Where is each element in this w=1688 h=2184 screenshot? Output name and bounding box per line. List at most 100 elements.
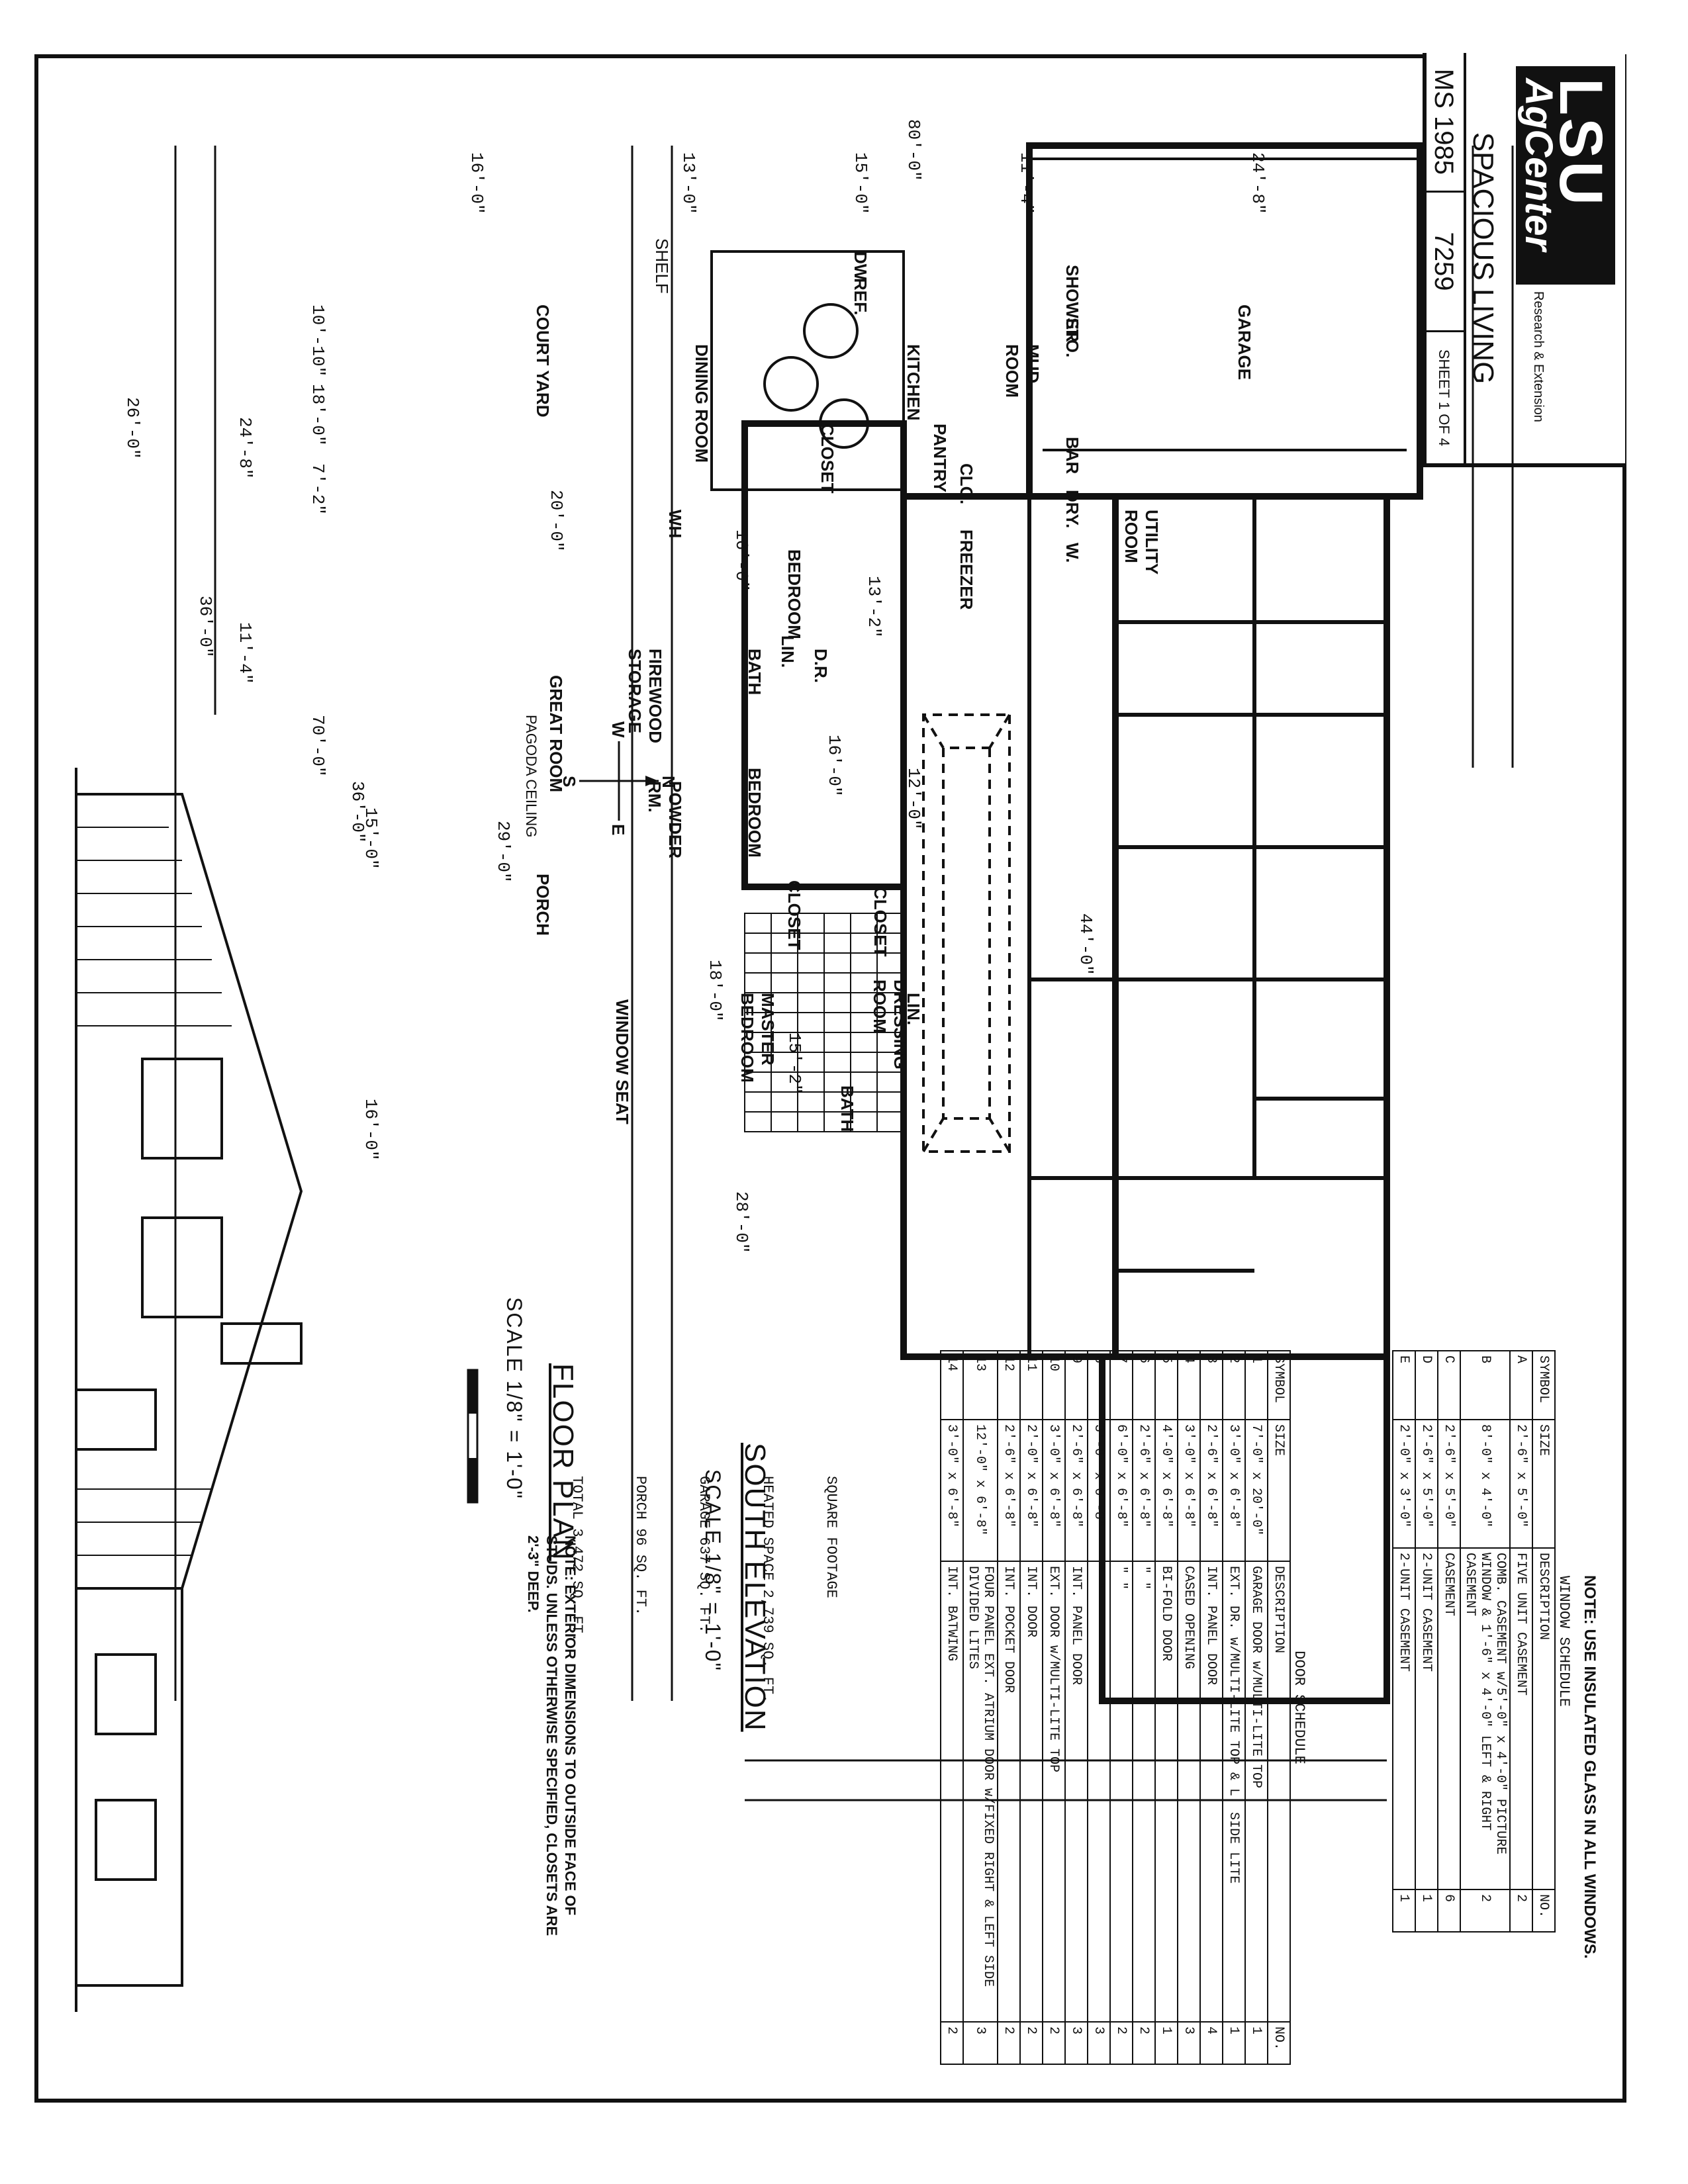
dim-bedroom-2b: 12'-0"	[904, 768, 923, 830]
col-symbol: SYMBOL	[1532, 1351, 1555, 1420]
cell: INT. PANEL DOOR	[1200, 1561, 1223, 2022]
label-freezer: FREEZER	[957, 529, 976, 610]
col-size: SIZE	[1268, 1420, 1290, 1561]
dim-left-b: 11'-4"	[235, 622, 255, 684]
dim-court-yard-b: 7'-2"	[308, 463, 328, 516]
cell: 6	[1438, 1889, 1460, 1932]
cell: 4	[1200, 2022, 1223, 2064]
dim-top-e: 16'-0"	[467, 152, 487, 214]
cell: 3	[1065, 2022, 1088, 2064]
dimension-lines	[174, 146, 1514, 1801]
label-sto: STO.	[1062, 318, 1082, 358]
sq-row: PORCH 96 SQ. FT.	[630, 1476, 651, 1703]
cell: 1	[1155, 2022, 1178, 2064]
label-bedroom-2: BEDROOM	[745, 768, 765, 858]
dim-top-c: 15'-0"	[851, 152, 870, 214]
insulated-glass-note: NOTE: USE INSULATED GLASS IN ALL WINDOWS…	[1581, 1575, 1599, 1959]
cell: 2'-6" x 6'-8"	[1200, 1420, 1223, 1561]
cell: 2	[1223, 1351, 1245, 1420]
dim-right-bottom: 28'-0"	[731, 1191, 751, 1253]
label-bath-2: BATH	[837, 1085, 857, 1132]
cell: 2-UNIT CASEMENT	[1415, 1548, 1438, 1889]
cell: 1	[1415, 1889, 1438, 1932]
sq-label: HEATED SPACE	[759, 1476, 776, 1581]
dim-master-length: 18'-0"	[705, 960, 725, 1022]
cell: EXT. DOOR w/MULTI-LITE TOP	[1043, 1561, 1065, 2022]
sq-label: GARAGE	[696, 1476, 712, 1529]
cell: 1	[1223, 2022, 1245, 2064]
cell: 9	[1065, 1351, 1088, 1420]
window-schedule-header: SYMBOL SIZE DESCRIPTION NO.	[1532, 1351, 1555, 1932]
sq-label: PORCH	[632, 1476, 649, 1520]
cell: 2	[1510, 1889, 1532, 1932]
floor-plan-scale: SCALE 1/8" = 1'-0"	[502, 1297, 526, 1500]
label-dr: D.R.	[811, 649, 831, 683]
cell: 2	[1460, 1889, 1510, 1932]
dim-court-yard: 10'-10"	[308, 304, 328, 377]
label-dining: DINING ROOM	[692, 344, 712, 463]
col-description: DESCRIPTION	[1268, 1561, 1290, 2022]
dim-top-b: 11'-4"	[1016, 152, 1036, 214]
door-schedule-title: DOOR SCHEDULE	[1291, 1651, 1307, 1764]
compass-w: W	[608, 721, 628, 738]
cell: BI-FOLD DOOR	[1155, 1561, 1178, 2022]
cell: 3'-0" x 6'-8"	[1043, 1420, 1065, 1561]
cell: 2	[1043, 2022, 1065, 2064]
label-firewood: FIREWOOD STORAGE	[625, 649, 665, 743]
label-closet-3: CLOSET	[784, 880, 804, 950]
dim-house-depth: 44'-0"	[1076, 913, 1096, 976]
cell: 2	[941, 2022, 963, 2064]
label-pagoda: PAGODA CEILING	[523, 715, 539, 838]
label-wh: WH	[665, 510, 685, 539]
cell: 3	[1178, 2022, 1200, 2064]
label-pantry: PANTRY	[930, 424, 950, 492]
door-schedule: DOOR SCHEDULE SYMBOL SIZE DESCRIPTION NO…	[940, 1350, 1307, 2065]
dim-dining: 20'-0"	[546, 490, 566, 552]
window-schedule-title: WINDOW SCHEDULE	[1556, 1575, 1572, 1707]
dim-garage-width: 26'-0"	[122, 397, 142, 459]
sq-row: TOTAL 3,472 SQ. FT.	[566, 1476, 587, 1703]
dim-top-total: 80'-0"	[904, 119, 923, 181]
sq-value: 96 SQ. FT.	[632, 1528, 649, 1616]
scale-bar-icon	[467, 1369, 479, 1504]
label-court-yard: COURT YARD	[533, 304, 553, 418]
south-elevation-drawing	[50, 728, 381, 2052]
cell: 2	[1133, 2022, 1155, 2064]
south-elevation-sketch	[75, 768, 303, 2012]
cell: 3'-0" x 6'-8"	[941, 1420, 963, 1561]
square-footage-heading: SQUARE FOOTAGE	[823, 1476, 839, 1598]
compass-n: N	[659, 776, 679, 788]
label-ref: REF.	[851, 278, 870, 316]
label-closet-kitchen: CLOSET	[818, 424, 837, 494]
cell: 7	[1110, 1351, 1133, 1420]
cell: INT. PANEL DOOR	[1065, 1561, 1088, 2022]
cell: INT. POCKET DOOR	[998, 1561, 1020, 2022]
door-schedule-header: SYMBOL SIZE DESCRIPTION NO.	[1268, 1351, 1290, 2064]
cell: 4	[1178, 1351, 1200, 1420]
cell: 6	[1133, 1351, 1155, 1420]
cell: C	[1438, 1351, 1460, 1420]
cell: 2	[998, 2022, 1020, 2064]
cell: 12'-0" x 6'-8"	[963, 1420, 998, 1561]
label-garage: GARAGE	[1235, 304, 1254, 381]
window-schedule: WINDOW SCHEDULE SYMBOL SIZE DESCRIPTION …	[1392, 1350, 1572, 1933]
label-utility: UTILITY ROOM	[1121, 510, 1162, 574]
cell: 3'-0" x 6'-8"	[1178, 1420, 1200, 1561]
dim-master-width: 15'-2"	[784, 1032, 804, 1095]
dim-top-a: 24'-8"	[1248, 152, 1268, 214]
sq-row: HEATED SPACE 2,739 SQ. FT.	[757, 1476, 778, 1703]
